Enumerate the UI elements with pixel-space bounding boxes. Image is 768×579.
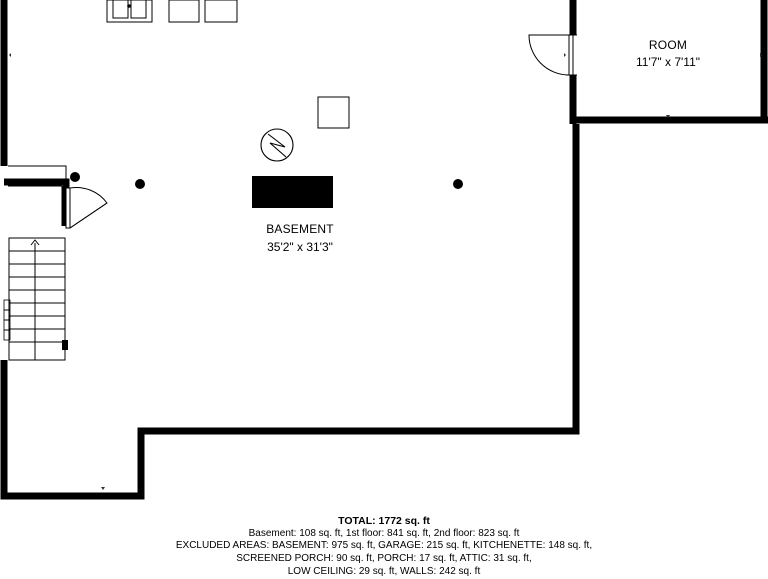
water-heater-icon: [260, 128, 294, 162]
room-dims-room: 11'7" x 7'11": [635, 55, 701, 69]
furnace: [252, 176, 333, 208]
area-summary: TOTAL: 1772 sq. ft Basement: 108 sq. ft,…: [0, 515, 768, 579]
support-column: [70, 172, 80, 182]
summary-line: Basement: 108 sq. ft, 1st floor: 841 sq.…: [248, 527, 520, 539]
summary-line: LOW CEILING: 29 sq. ft, WALLS: 242 sq. f…: [287, 565, 481, 577]
sink-fixture: [106, 0, 153, 23]
summary-total: TOTAL: 1772 sq. ft: [338, 515, 430, 527]
dimension-markers: [9, 53, 762, 490]
door-stair: [65, 187, 108, 229]
door-room: [528, 34, 574, 76]
wall-left-lower: [0, 124, 580, 500]
utility-box: [317, 96, 350, 129]
appliance-right: [204, 0, 238, 23]
appliance-left: [168, 0, 200, 23]
staircase: [3, 237, 66, 361]
wall-stair-top: [4, 178, 70, 226]
support-column: [453, 179, 463, 189]
walls: [0, 0, 768, 500]
support-column: [135, 179, 145, 189]
room-label-basement: BASEMENT: [266, 222, 334, 236]
stair-arrow-icon: [30, 239, 40, 246]
summary-line: EXCLUDED AREAS: BASEMENT: 975 sq. ft, GA…: [175, 540, 593, 552]
room-label-room: ROOM: [648, 38, 688, 52]
summary-line: SCREENED PORCH: 90 sq. ft, PORCH: 17 sq.…: [236, 553, 532, 565]
room-dims-basement: 35'2" x 31'3": [267, 240, 333, 254]
